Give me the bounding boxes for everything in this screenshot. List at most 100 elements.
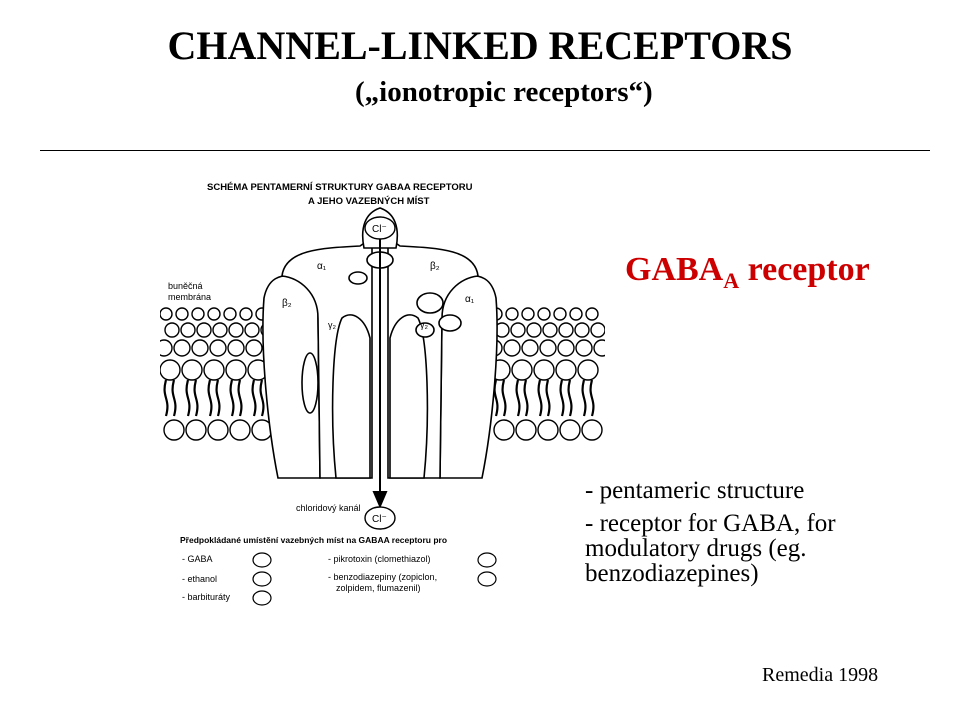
legend-right: - pikrotoxin (clomethiazol) - benzodiaze… xyxy=(328,552,497,593)
lipid-head xyxy=(574,322,590,338)
lipid-tail xyxy=(229,379,235,417)
subunit-alpha1-right-shape xyxy=(439,274,498,479)
lipid-tail xyxy=(237,379,243,417)
lipid-head xyxy=(175,307,189,321)
lipid-tail xyxy=(251,379,257,417)
lipid-head xyxy=(223,307,237,321)
lipid-head xyxy=(581,419,603,441)
lipid-head xyxy=(493,419,515,441)
lipid-head xyxy=(526,322,542,338)
gabaa-receptor-diagram: SCHÉMA PENTAMERNÍ STRUKTURY GABAA RECEPT… xyxy=(160,178,605,610)
lipid-head xyxy=(229,419,251,441)
lipid-head xyxy=(558,322,574,338)
lipid-tail xyxy=(501,379,507,417)
lipid-head xyxy=(577,359,599,381)
legend-left: - GABA - ethanol - barbituráty xyxy=(182,552,272,606)
lipid-head xyxy=(521,339,539,357)
lipid-head xyxy=(212,322,228,338)
bullet-item: - receptor for GABA, for modulatory drug… xyxy=(585,510,836,587)
slide-subtitle: („ionotropic receptors“) xyxy=(355,76,653,108)
lipid-head xyxy=(575,339,593,357)
membrane-label-line1: buněčná xyxy=(168,281,203,291)
lipid-head xyxy=(569,307,583,321)
binding-site-icon xyxy=(252,571,272,587)
label-gamma2-left: γ₂ xyxy=(328,320,337,330)
subunit-gamma2-left-shape xyxy=(331,314,371,479)
binding-site-right-b xyxy=(438,314,462,332)
lipid-head xyxy=(537,419,559,441)
lipid-head xyxy=(228,322,244,338)
chloride-ion-top: Cl⁻ xyxy=(364,216,396,240)
lipid-head xyxy=(173,339,191,357)
lipid-head xyxy=(585,307,599,321)
legend-left-item: - barbituráty xyxy=(182,592,231,602)
lipid-head xyxy=(180,322,196,338)
lipid-head xyxy=(160,359,181,381)
lipid-head xyxy=(510,322,526,338)
lipid-head xyxy=(511,359,533,381)
lipid-head xyxy=(163,419,185,441)
legend-left-item: - ethanol xyxy=(182,574,217,584)
lipid-head xyxy=(245,339,263,357)
ion-bottom-label: Cl⁻ xyxy=(372,514,387,525)
lipid-head xyxy=(225,359,247,381)
chloride-ion-bottom: Cl⁻ xyxy=(364,506,396,530)
binding-site-icon xyxy=(252,590,272,606)
lipid-head xyxy=(533,359,555,381)
lipid-head xyxy=(542,322,558,338)
lipid-head xyxy=(553,307,567,321)
slide-title: CHANNEL-LINKED RECEPTORS xyxy=(167,23,793,68)
lipid-head xyxy=(207,307,221,321)
title-divider xyxy=(40,150,930,151)
lipid-head xyxy=(521,307,535,321)
binding-site-left xyxy=(348,271,368,285)
membrane-label-line2: membrána xyxy=(168,292,211,302)
binding-site-icon xyxy=(477,571,497,587)
lipid-tail xyxy=(515,379,521,417)
lipid-tail xyxy=(207,379,213,417)
figure-heading-line2: A JEHO VAZEBNÝCH MÍST xyxy=(308,195,430,207)
binding-site-left-inner xyxy=(301,352,319,414)
receptor-label-main: GABA xyxy=(625,251,724,288)
receptor-body xyxy=(262,207,498,479)
lipid-tail xyxy=(559,379,565,417)
legend-heading: Předpokládané umístění vazebných míst na… xyxy=(180,535,447,545)
bullet-list: - pentameric structure - receptor for GA… xyxy=(585,478,930,594)
lipid-bilayer-icon xyxy=(160,307,605,441)
binding-site-icon xyxy=(252,552,272,568)
legend-right-item: - benzodiazepiny (zopiclon, xyxy=(328,572,437,582)
lipid-head xyxy=(239,307,253,321)
legend-left-item: - GABA xyxy=(182,554,213,564)
lipid-head xyxy=(555,359,577,381)
lipid-head xyxy=(181,359,203,381)
label-gamma2-right: γ₂ xyxy=(420,320,429,330)
lipid-head xyxy=(191,307,205,321)
label-beta2-right: β₂ xyxy=(430,261,440,272)
lipid-tail xyxy=(259,379,265,417)
lipid-head xyxy=(209,339,227,357)
figure-heading-line1: SCHÉMA PENTAMERNÍ STRUKTURY GABAA RECEPT… xyxy=(207,182,473,193)
receptor-label: GABAA receptor xyxy=(625,251,870,294)
lipid-head xyxy=(160,339,173,357)
lipid-head xyxy=(207,419,229,441)
lipid-head xyxy=(537,307,551,321)
lipid-head xyxy=(505,307,519,321)
legend-right-item: zolpidem, flumazenil) xyxy=(336,583,421,593)
lipid-tail xyxy=(537,379,543,417)
subunit-gamma2-right-shape xyxy=(389,314,429,479)
lipid-tail xyxy=(193,379,199,417)
lipid-head xyxy=(590,322,605,338)
lipid-head xyxy=(196,322,212,338)
lipid-tail xyxy=(215,379,221,417)
lipid-head xyxy=(203,359,225,381)
lipid-head xyxy=(559,419,581,441)
lipid-head xyxy=(515,419,537,441)
bullet-item: - pentameric structure xyxy=(585,477,805,504)
lipid-head xyxy=(191,339,209,357)
lipid-tail xyxy=(171,379,177,417)
binding-site-icon xyxy=(477,552,497,568)
lipid-head xyxy=(539,339,557,357)
lipid-head xyxy=(185,419,207,441)
receptor-label-subscript: A xyxy=(723,268,740,293)
source-citation: Remedia 1998 xyxy=(762,664,879,686)
